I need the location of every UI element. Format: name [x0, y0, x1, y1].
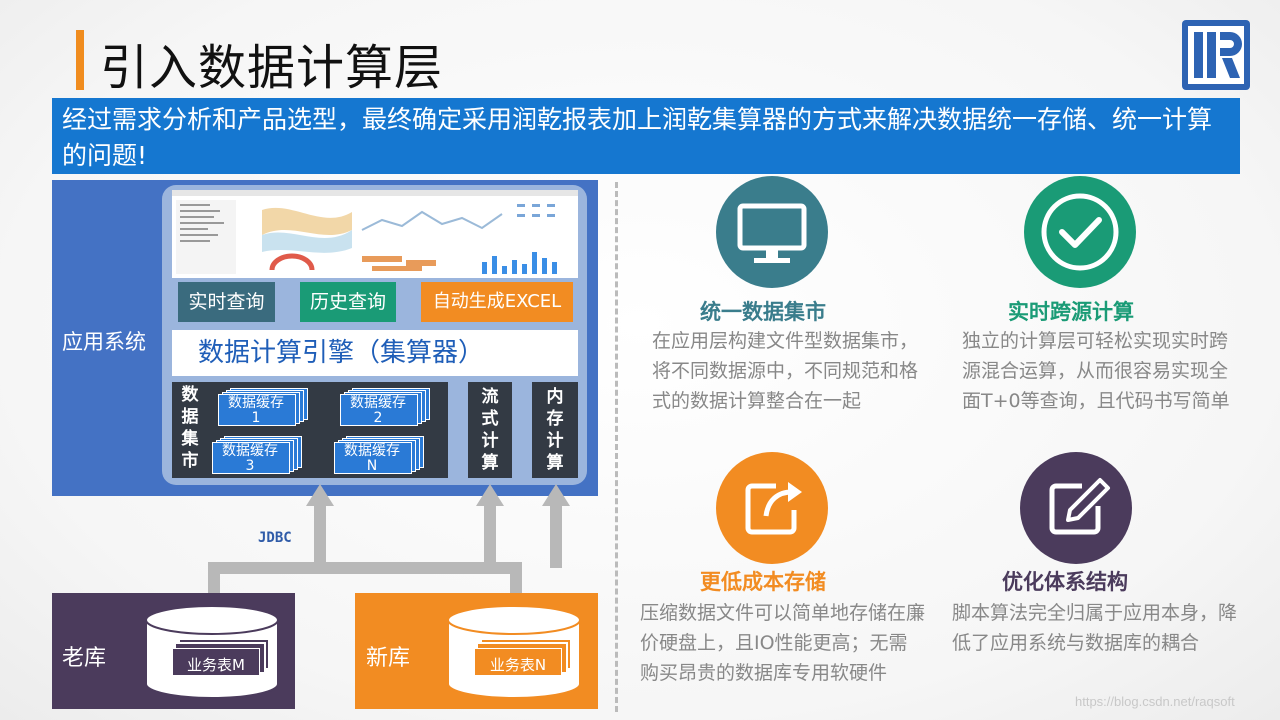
edit-icon [1020, 452, 1132, 564]
table-m-stack [172, 648, 260, 676]
title-accent-bar [76, 30, 84, 90]
report-dashboard-thumbnail [172, 190, 578, 278]
table-n-stack [474, 648, 562, 676]
table-m-label: 业务表M [187, 656, 245, 674]
realtime-query-button[interactable]: 实时查询 [178, 282, 275, 322]
data-mart-label: 数据集市 [181, 385, 199, 471]
application-system-label: 应用系统 [62, 330, 146, 354]
memory-compute-block: 内存计算 [532, 382, 578, 478]
feature-desc-optimize-architecture: 脚本算法完全归属于应用本身，降低了应用系统与数据库的耦合 [952, 602, 1238, 654]
feature-desc-realtime-cross-source: 独立的计算层可轻松实现实时跨源混合运算，从而很容易实现全面T+0等查询，且代码书… [962, 330, 1230, 412]
table-n-label: 业务表N [489, 656, 547, 674]
feature-title-optimize-architecture: 优化体系结构 [1002, 570, 1128, 594]
auto-excel-button[interactable]: 自动生成EXCEL [421, 282, 573, 322]
watermark: https://blog.csdn.net/raqsoft [1075, 694, 1235, 709]
jdbc-label: JDBC [258, 530, 292, 546]
check-circle-icon [1024, 176, 1136, 288]
raqsoft-logo-icon [1182, 20, 1250, 90]
compute-engine-label: 数据计算引擎（集算器） [172, 330, 578, 376]
feature-desc-unified-datamart: 在应用层构建文件型数据集市，将不同数据源中，不同规范和格式的数据计算整合在一起 [652, 330, 919, 412]
feature-desc-lower-storage-cost: 压缩数据文件可以简单地存储在廉价硬盘上，且IO性能更高；无需购买昂贵的数据库专用… [640, 602, 926, 684]
old-database-label: 老库 [62, 646, 107, 671]
feature-title-realtime-cross-source: 实时跨源计算 [1008, 300, 1134, 324]
monitor-icon [716, 176, 828, 288]
page-title: 引入数据计算层 [100, 40, 444, 96]
stream-compute-block: 流式计算 [468, 382, 512, 478]
section-divider [615, 182, 618, 712]
feature-title-lower-storage-cost: 更低成本存储 [700, 570, 826, 594]
feature-title-unified-datamart: 统一数据集市 [700, 300, 826, 324]
history-query-button[interactable]: 历史查询 [300, 282, 396, 322]
summary-banner: 经过需求分析和产品选型，最终确定采用润乾报表加上润乾集算器的方式来解决数据统一存… [52, 98, 1240, 174]
new-database-label: 新库 [366, 646, 411, 671]
share-icon [716, 452, 828, 564]
